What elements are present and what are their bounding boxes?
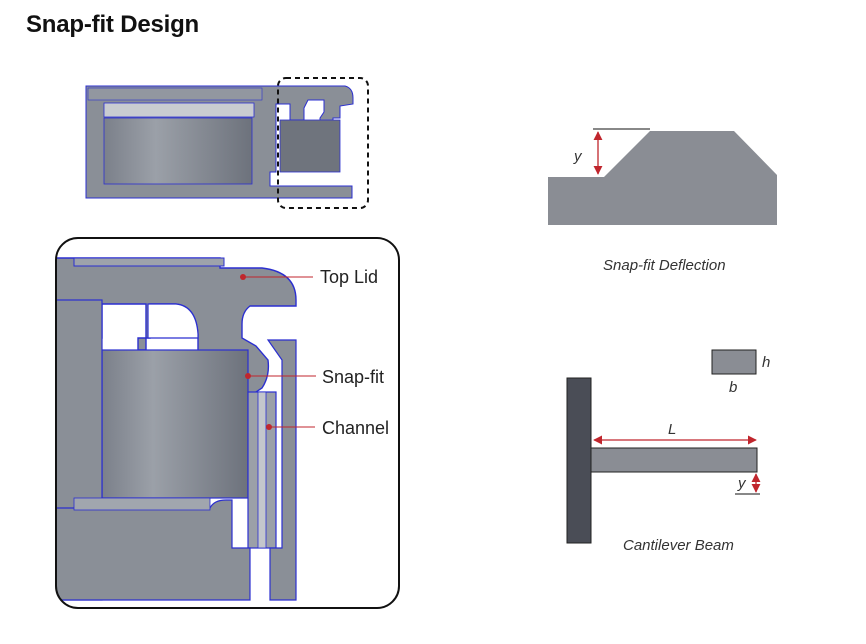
fixed-wall (566, 377, 592, 544)
detail-base (56, 499, 251, 601)
detail-top-strip (73, 257, 225, 267)
deflection-y-label: y (573, 148, 583, 165)
beam-caption: Cantilever Beam (623, 537, 734, 554)
detail-channel-slot (257, 391, 267, 549)
callout-top-lid-label: Top Lid (320, 267, 378, 287)
detail-cylinder (101, 349, 249, 499)
beam-deflection-label: y (737, 475, 747, 492)
overview-channel (279, 119, 341, 173)
overview-inner-slot (103, 102, 255, 118)
length-label: L (668, 421, 676, 438)
snap-fit-detail-view: Top Lid Snap-fit Channel (55, 237, 400, 609)
deflection-profile (548, 131, 777, 225)
section-height-label: h (762, 354, 770, 371)
cross-section-overview (85, 77, 369, 209)
detail-frame (55, 237, 400, 609)
deflection-caption: Snap-fit Deflection (603, 257, 726, 274)
overview-cylinder (103, 117, 253, 185)
overview-lid-rim (87, 87, 263, 101)
callout-top-lid: Top Lid (240, 267, 378, 287)
section-width-label: b (729, 379, 737, 396)
callout-channel-label: Channel (322, 418, 389, 438)
callout-snap-fit-label: Snap-fit (322, 367, 384, 387)
callout-snap-fit: Snap-fit (245, 367, 384, 387)
callout-channel: Channel (266, 418, 389, 438)
page-title: Snap-fit Design (26, 11, 200, 38)
beam-cross-section (711, 349, 757, 375)
cantilever-beam-diagram: h b L y Cantilever Beam (566, 349, 770, 554)
snap-fit-deflection-diagram: y Snap-fit Deflection (548, 128, 777, 274)
detail-cavity (147, 303, 199, 339)
detail-outer-wall (266, 339, 297, 601)
cantilever-beam (590, 447, 758, 473)
detail-base-lip (73, 497, 211, 511)
overview-highlight-box (277, 77, 369, 209)
